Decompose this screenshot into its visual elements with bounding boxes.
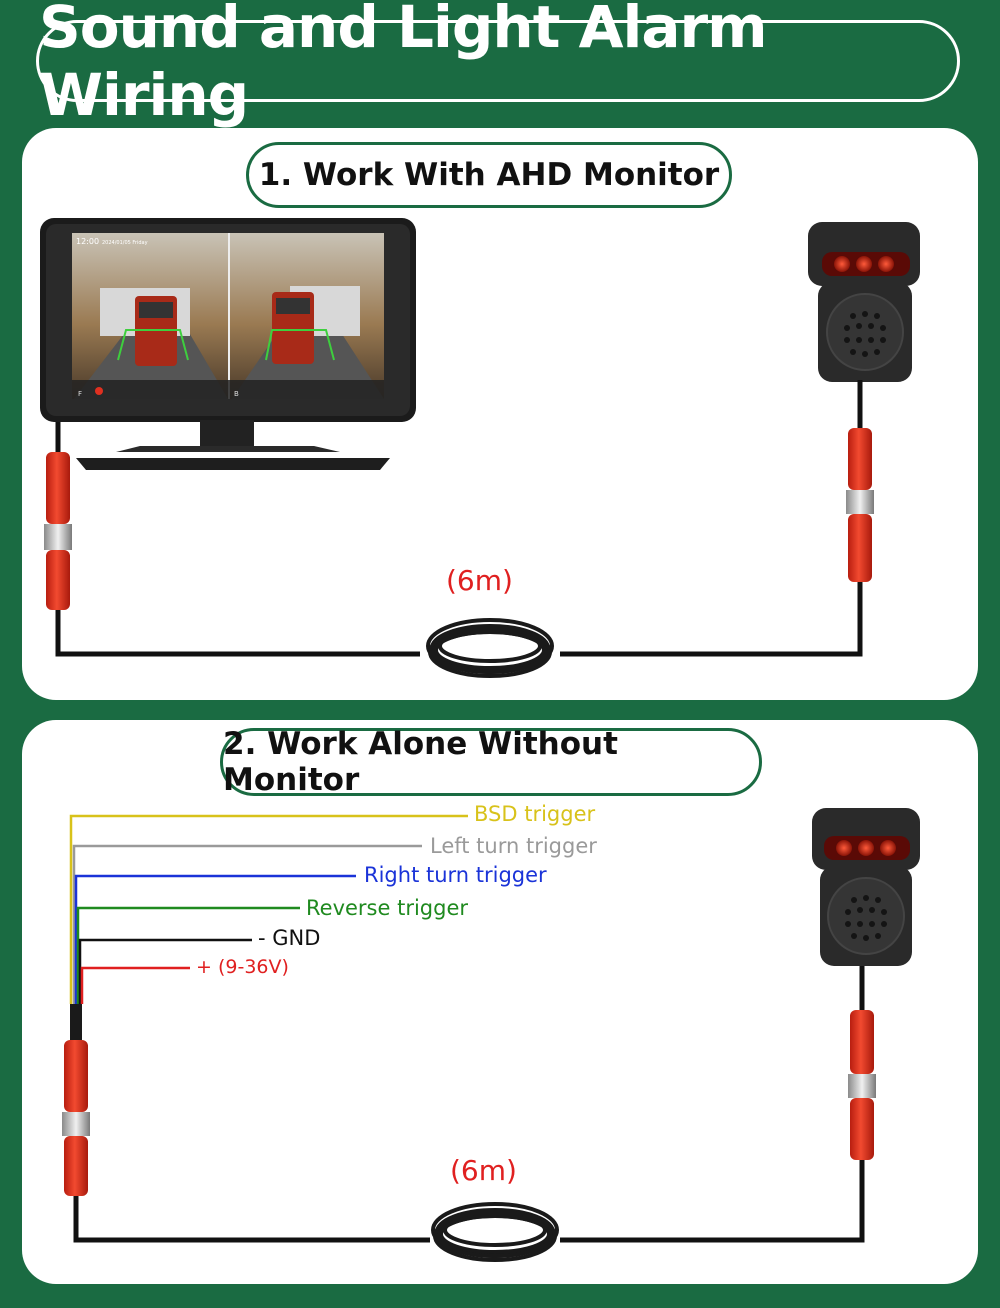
truck-left-image bbox=[100, 288, 190, 366]
connector-alarm-side-1 bbox=[846, 428, 874, 582]
wire-right-turn bbox=[74, 874, 356, 1004]
section-2-heading: 2. Work Alone Without Monitor bbox=[220, 726, 762, 798]
screen-label-b: B bbox=[234, 390, 239, 398]
alarm-device-2 bbox=[812, 808, 920, 966]
cable-section-1 bbox=[55, 380, 863, 657]
wire-bsd bbox=[69, 814, 468, 1004]
section-1-heading-text: 1. Work With AHD Monitor bbox=[258, 157, 720, 193]
left-turn-trigger-label: Left turn trigger bbox=[430, 834, 597, 858]
cable-coil-1 bbox=[426, 618, 554, 678]
power-label: + (9-36V) bbox=[196, 956, 289, 978]
section-1-heading: 1. Work With AHD Monitor bbox=[246, 142, 732, 208]
trigger-wires bbox=[69, 814, 468, 1004]
section-2-heading-text: 2. Work Alone Without Monitor bbox=[223, 726, 618, 798]
screen-date: 2024/01/05 Friday bbox=[102, 240, 148, 246]
reverse-trigger-label: Reverse trigger bbox=[306, 896, 469, 920]
alarm-device-1 bbox=[808, 222, 920, 382]
wire-gnd bbox=[78, 938, 252, 1004]
wire-positive bbox=[80, 966, 190, 1004]
connector-monitor-side-1 bbox=[44, 452, 72, 610]
wire-reverse bbox=[76, 906, 300, 1004]
ahd-monitor: F B 12:00 2024/01/05 Friday bbox=[40, 218, 416, 470]
gnd-label: - GND bbox=[258, 926, 321, 950]
cable-length-label-2: (6m) bbox=[450, 1154, 517, 1187]
connector-alarm-side-2 bbox=[848, 1010, 876, 1160]
connector-wire-side-2 bbox=[62, 1040, 90, 1196]
right-turn-trigger-label: Right turn trigger bbox=[364, 863, 547, 887]
cable-length-label-1: (6m) bbox=[446, 564, 513, 597]
page-title: Sound and Light Alarm Wiring bbox=[39, 0, 768, 129]
screen-label-f: F bbox=[78, 390, 82, 398]
title-banner: Sound and Light Alarm Wiring bbox=[36, 0, 960, 129]
bsd-trigger-label: BSD trigger bbox=[474, 802, 596, 826]
cable-coil-2 bbox=[431, 1202, 559, 1262]
cable-section-2 bbox=[73, 966, 865, 1243]
wire-bundle-sleeve bbox=[70, 1004, 82, 1042]
wire-left-turn bbox=[72, 844, 422, 1004]
truck-right-image bbox=[272, 286, 360, 364]
screen-time: 12:00 bbox=[76, 237, 99, 246]
